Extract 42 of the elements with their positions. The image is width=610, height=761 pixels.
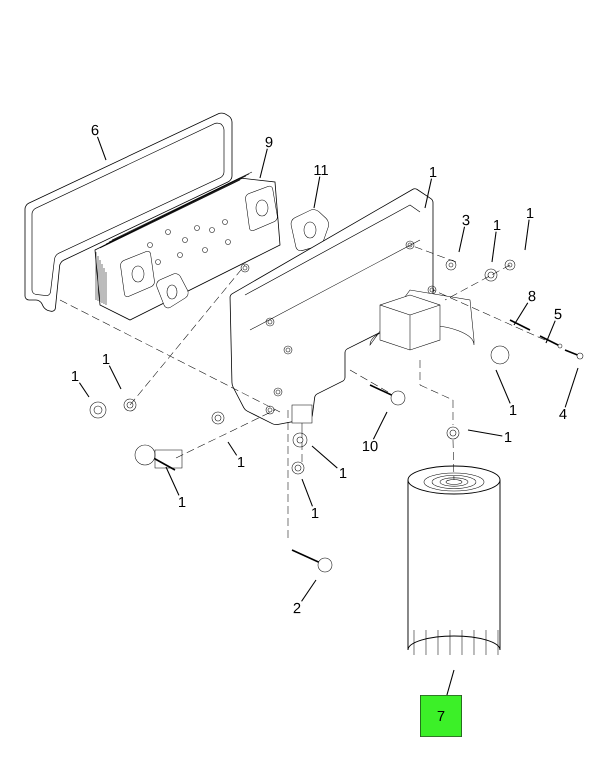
callout-number: 9 xyxy=(266,136,272,148)
callout-number: 1 xyxy=(527,208,534,218)
leader-line xyxy=(301,580,316,602)
leader-line xyxy=(259,148,268,178)
callout-number: 4 xyxy=(559,408,567,420)
leader-line xyxy=(302,478,313,507)
callout-number: 2 xyxy=(294,602,300,614)
callout-number: 1 xyxy=(340,468,346,478)
callout-number: 3 xyxy=(462,214,470,226)
callout-number: 1 xyxy=(510,404,516,416)
leader-line xyxy=(166,466,180,496)
leader-line xyxy=(458,226,466,252)
callout-number: 1 xyxy=(494,220,500,230)
callout-number: 1 xyxy=(430,166,436,178)
leader-line xyxy=(468,429,502,437)
leader-line xyxy=(312,446,338,468)
leader-line xyxy=(372,412,388,440)
leader-line xyxy=(424,178,432,208)
leader-line xyxy=(491,232,497,262)
callout-number: 1 xyxy=(72,370,78,382)
callout-number: 1 xyxy=(312,508,318,518)
callout-number: 6 xyxy=(92,124,98,136)
highlight-box: 7 xyxy=(420,695,462,737)
callout-number: 10 xyxy=(362,440,378,452)
callout-number: 8 xyxy=(528,290,536,302)
leader-line xyxy=(446,670,454,696)
callout-number: 11 xyxy=(314,164,328,176)
leader-line xyxy=(546,320,556,344)
callout-number: 1 xyxy=(179,496,186,508)
leader-line xyxy=(228,442,238,456)
leader-line xyxy=(514,302,528,326)
leader-line xyxy=(564,368,578,408)
callout-number: 1 xyxy=(505,432,512,442)
callout-number: 1 xyxy=(238,456,244,468)
leader-line xyxy=(313,176,320,208)
callout-number: 5 xyxy=(554,308,562,320)
leader-line xyxy=(78,382,90,398)
leader-line xyxy=(524,220,530,250)
leader-line xyxy=(96,136,106,160)
leader-line xyxy=(496,370,511,404)
leader-line xyxy=(108,365,122,390)
callout-number: 1 xyxy=(103,354,110,364)
